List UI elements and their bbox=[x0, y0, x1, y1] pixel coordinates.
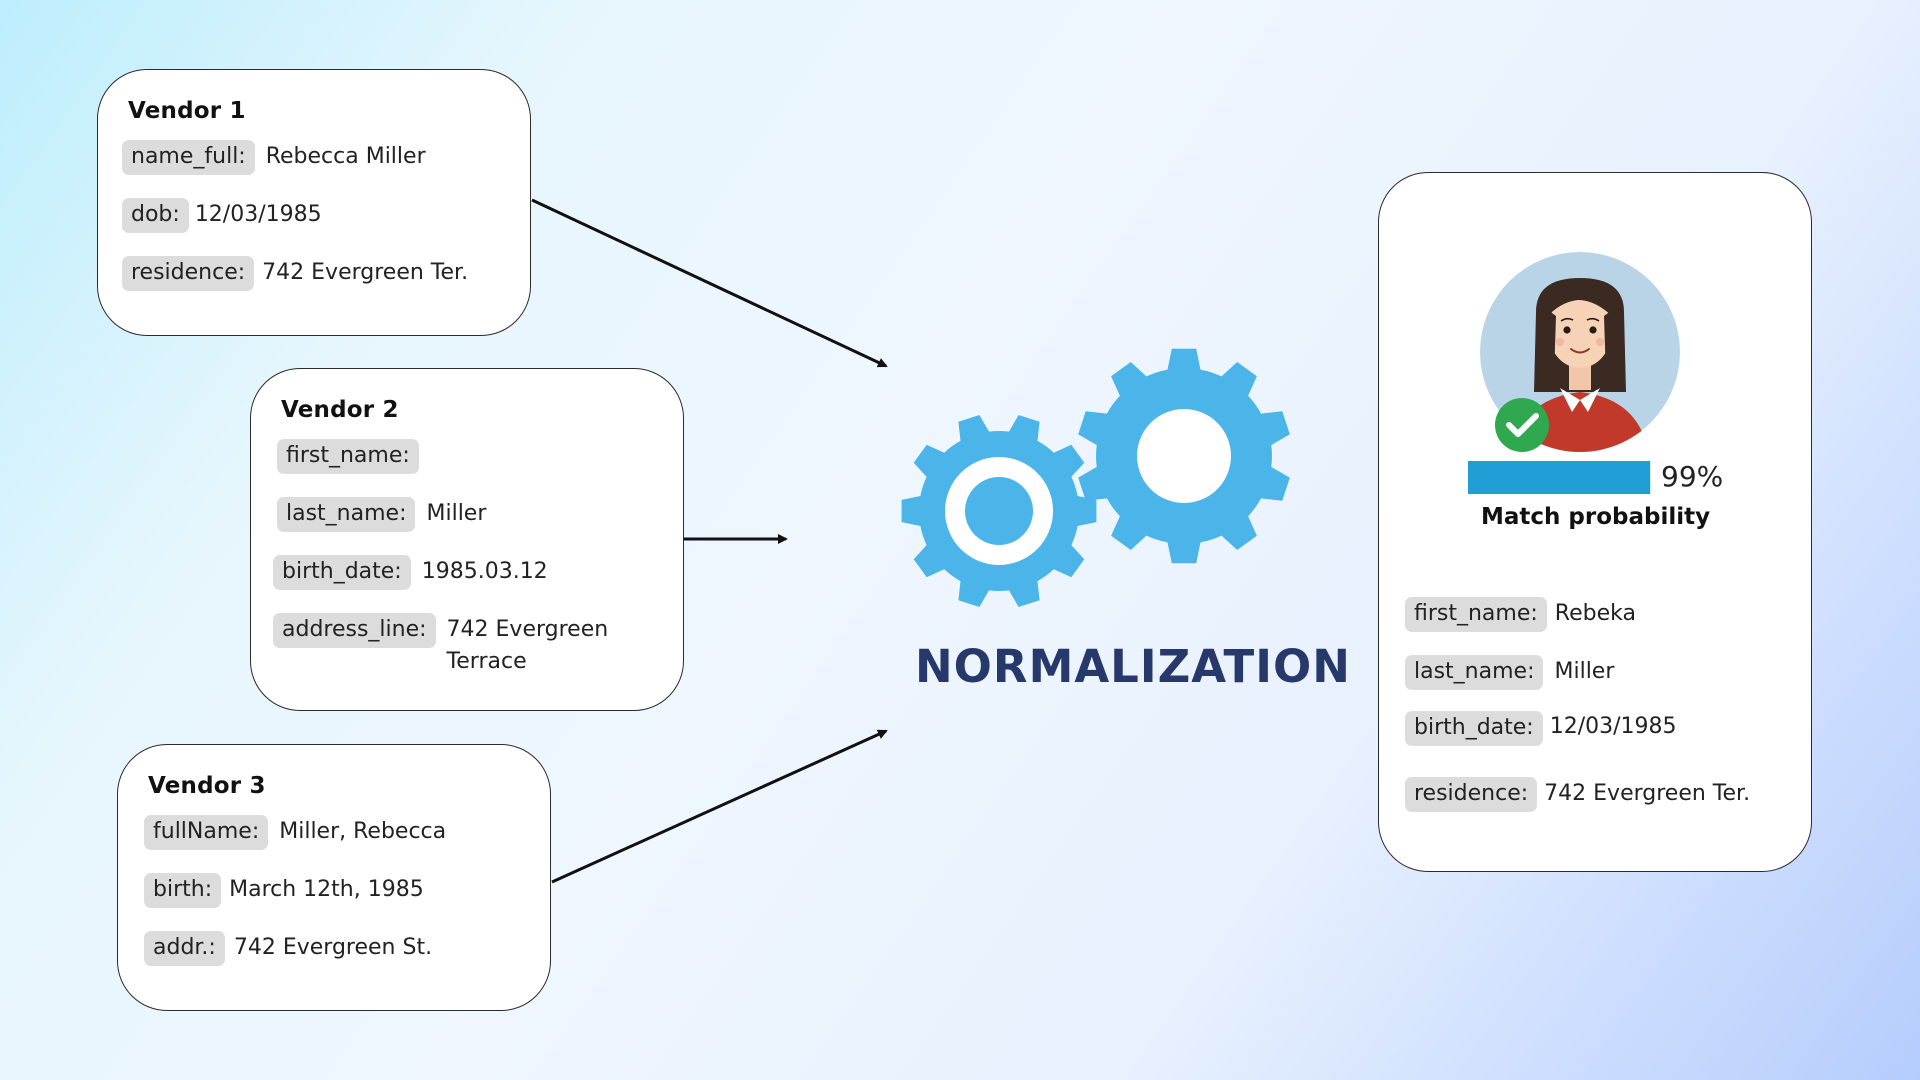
field-key: name_full: bbox=[122, 140, 255, 175]
vendor-3-title: Vendor 3 bbox=[148, 773, 266, 799]
field-key: birth_date: bbox=[1405, 711, 1543, 746]
field-value: 742 Evergreen Ter. bbox=[1544, 781, 1751, 806]
result-field-row: last_name: Miller bbox=[1405, 655, 1614, 690]
vendor-3-field-row: birth: March 12th, 1985 bbox=[144, 873, 424, 908]
field-key: dob: bbox=[122, 198, 189, 233]
result-field-row: first_name: Rebeka bbox=[1405, 597, 1636, 632]
field-value: 742 Evergreen Terrace bbox=[446, 617, 609, 674]
arrow-vendor3 bbox=[551, 729, 888, 884]
arrow-vendor1 bbox=[531, 198, 888, 368]
gear-icon-small bbox=[901, 415, 1097, 607]
field-value: 12/03/1985 bbox=[1549, 714, 1677, 739]
vendor-2-card: Vendor 2 first_name: last_name: Miller b… bbox=[250, 368, 684, 711]
vendor-3-field-row: addr.: 742 Evergreen St. bbox=[144, 931, 432, 966]
field-value: Rebecca Miller bbox=[265, 144, 426, 169]
vendor-2-field-row: first_name: bbox=[277, 439, 430, 474]
field-key: address_line: bbox=[273, 613, 436, 648]
field-value: 742 Evergreen Ter. bbox=[262, 260, 469, 285]
vendor-3-card: Vendor 3 fullName: Miller, Rebecca birth… bbox=[117, 744, 551, 1011]
vendor-3-field-row: fullName: Miller, Rebecca bbox=[144, 815, 446, 850]
check-icon bbox=[1495, 398, 1549, 452]
vendor-2-field-row: address_line: 742 Evergreen Terrace bbox=[273, 613, 647, 678]
gear-hub bbox=[965, 477, 1033, 545]
field-value: Miller bbox=[426, 501, 487, 526]
vendor-2-field-row: birth_date: 1985.03.12 bbox=[273, 555, 548, 590]
field-key: first_name: bbox=[277, 439, 419, 474]
gear-icon-large bbox=[1078, 348, 1290, 564]
field-key: addr.: bbox=[144, 931, 225, 966]
field-key: last_name: bbox=[1405, 655, 1544, 690]
vendor-2-title: Vendor 2 bbox=[281, 397, 399, 423]
field-value: Miller bbox=[1554, 659, 1615, 684]
vendor-1-field-row: dob: 12/03/1985 bbox=[122, 198, 322, 233]
match-probability-label: Match probability bbox=[1481, 504, 1711, 530]
result-field-row: birth_date: 12/03/1985 bbox=[1405, 711, 1677, 746]
vendor-2-field-row: last_name: Miller bbox=[277, 497, 486, 532]
field-value: 1985.03.12 bbox=[421, 559, 548, 584]
match-progress-bar bbox=[1468, 461, 1651, 494]
field-key: birth: bbox=[144, 873, 222, 908]
vendor-1-field-row: residence: 742 Evergreen Ter. bbox=[122, 256, 468, 291]
vendor-1-field-row: name_full: Rebecca Miller bbox=[122, 140, 426, 175]
field-value: 12/03/1985 bbox=[194, 202, 322, 227]
field-key: fullName: bbox=[144, 815, 269, 850]
field-value: March 12th, 1985 bbox=[229, 877, 424, 902]
field-key: first_name: bbox=[1405, 597, 1547, 632]
vendor-1-title: Vendor 1 bbox=[128, 98, 246, 124]
field-key: residence: bbox=[122, 256, 255, 291]
match-percent: 99% bbox=[1661, 460, 1724, 493]
field-key: last_name: bbox=[277, 497, 416, 532]
field-value: 742 Evergreen St. bbox=[233, 935, 433, 960]
field-key: birth_date: bbox=[273, 555, 411, 590]
vendor-1-card: Vendor 1 name_full: Rebecca Miller dob: … bbox=[97, 69, 531, 336]
result-field-row: residence: 742 Evergreen Ter. bbox=[1405, 777, 1750, 812]
gear-hole bbox=[1137, 409, 1231, 503]
field-value: Miller, Rebecca bbox=[279, 819, 447, 844]
field-value: Rebeka bbox=[1554, 601, 1636, 626]
normalization-title: NORMALIZATION bbox=[915, 640, 1351, 693]
field-key: residence: bbox=[1405, 777, 1538, 812]
